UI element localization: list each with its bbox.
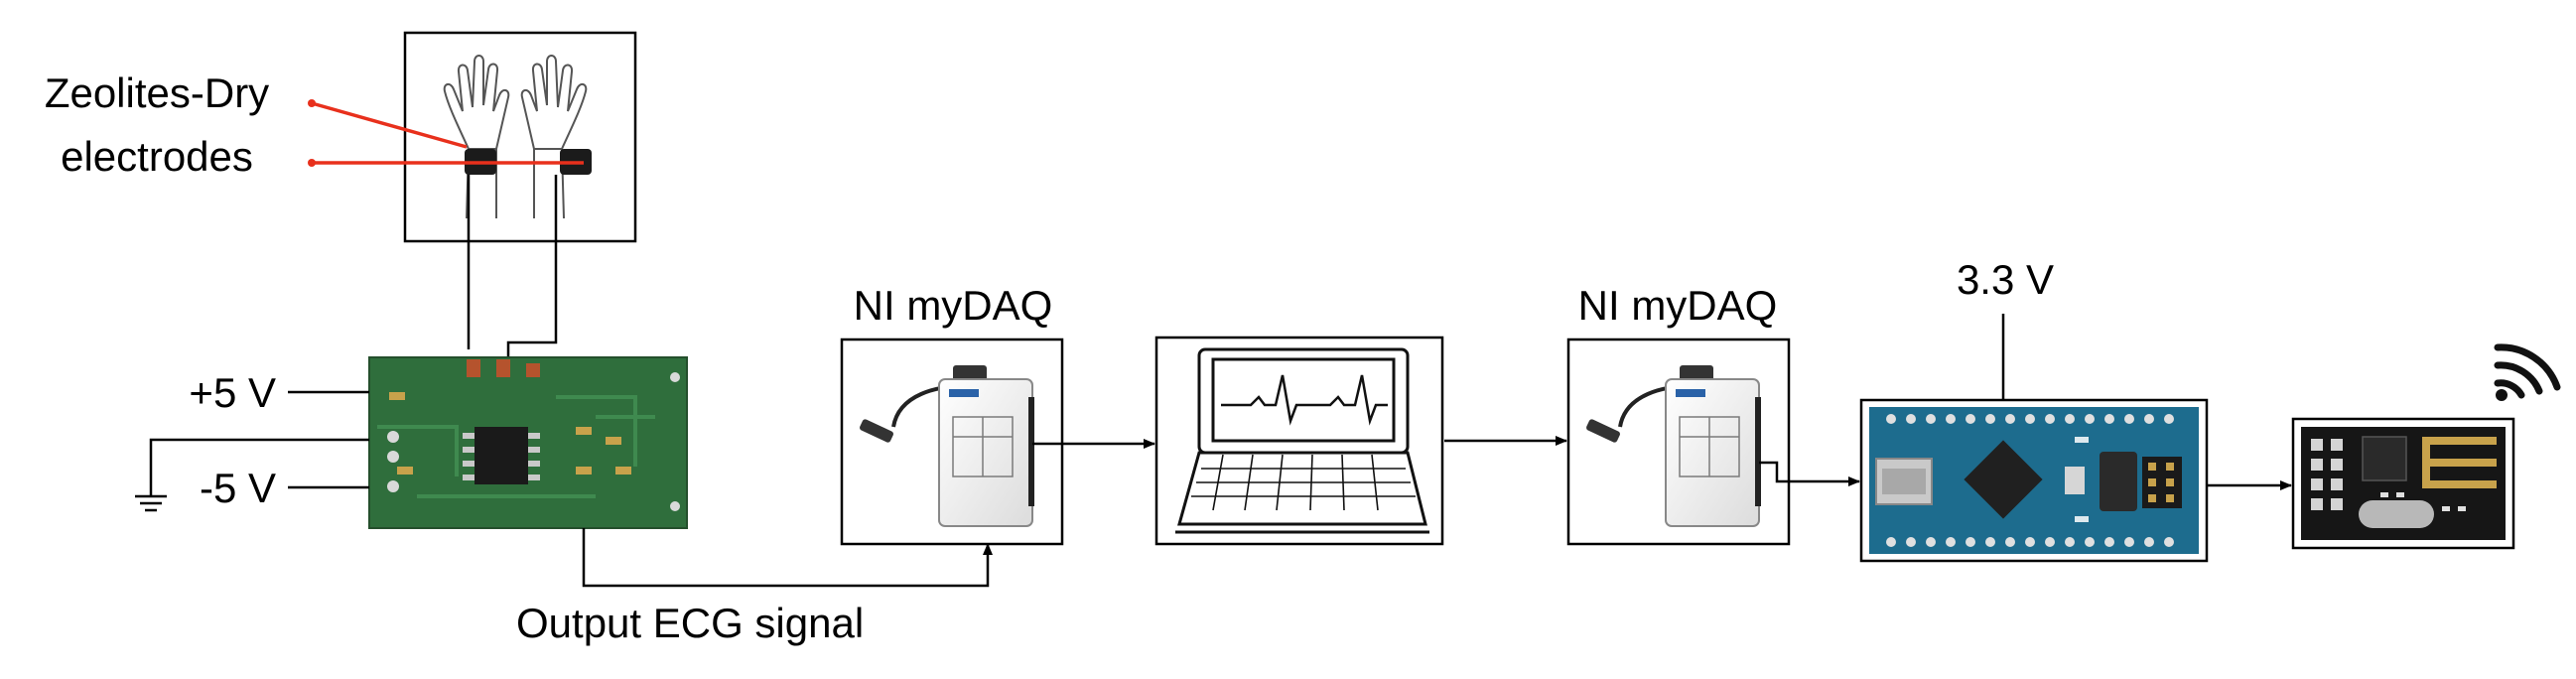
output-signal-wire: [582, 528, 993, 588]
electrodes-label-line1: Zeolites-Dry: [45, 69, 269, 116]
power-wires: [149, 390, 369, 489]
minus-voltage-label: -5 V: [200, 465, 276, 511]
plus-voltage-label: +5 V: [189, 369, 276, 416]
laptop-box: [1154, 336, 1444, 546]
daq2-to-arduino-arrow: [1759, 461, 1860, 486]
arduino-box: [1859, 398, 2209, 563]
supply-voltage-label: 3.3 V: [1957, 256, 2054, 303]
ni-mydaq-device-icon: [1586, 365, 1761, 527]
daq1-title: NI myDAQ: [854, 282, 1053, 329]
arduino-nano-board-icon: [1869, 407, 2199, 554]
daq2-title: NI myDAQ: [1578, 282, 1778, 329]
wireless-signal-icon: [2494, 343, 2561, 399]
daq2-box: [1566, 338, 1791, 546]
electrode-to-board-wires: [467, 175, 558, 359]
electrode-leads: [311, 101, 584, 165]
ni-mydaq-device-icon: [860, 365, 1034, 527]
output-signal-label: Output ECG signal: [516, 600, 864, 646]
ground-symbol-icon: [135, 483, 167, 512]
ecg-amplifier-pcb-icon: [368, 356, 688, 529]
electrodes-label-line2: electrodes: [61, 133, 253, 180]
laptop-ecg-display-icon: [1175, 347, 1429, 534]
daq1-box: [840, 338, 1064, 546]
rf-module-box: [2291, 417, 2515, 550]
hands-electrodes-image: [403, 31, 637, 243]
nrf24-wireless-module-icon: [2301, 427, 2506, 540]
